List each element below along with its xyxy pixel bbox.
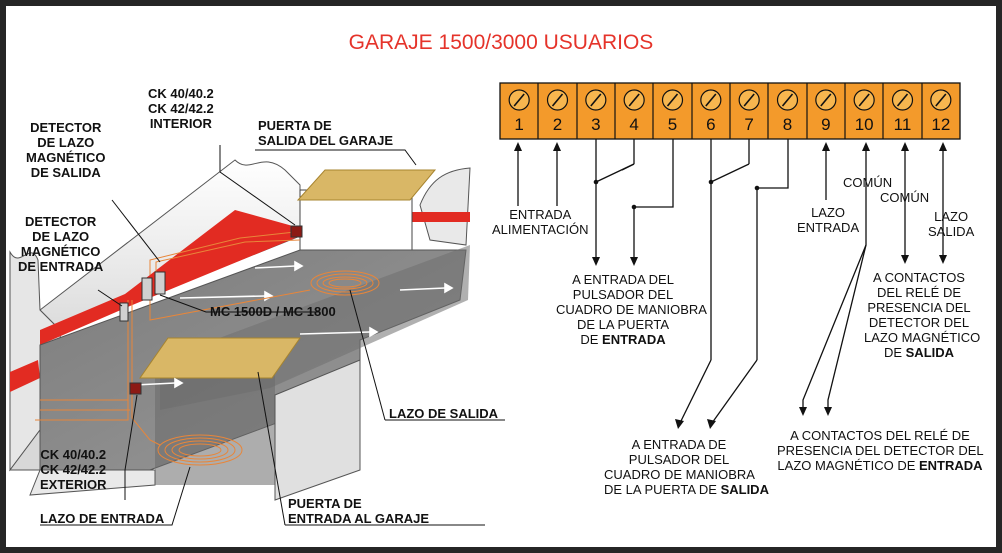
- terminal-screws: [508, 89, 952, 111]
- exit-loop-coils: [310, 270, 380, 296]
- label-comun-2: COMÚN: [880, 190, 930, 205]
- label-puerta-entrada: PUERTA DE ENTRADA AL GARAJE: [288, 496, 430, 526]
- red-stripe-right: [412, 212, 470, 222]
- terminal-number-10: 10: [854, 115, 874, 134]
- terminal-number-11: 11: [893, 115, 912, 134]
- terminal-number-2: 2: [552, 115, 563, 134]
- terminal-number-3: 3: [591, 115, 601, 134]
- label-puerta-salida: PUERTA DE SALIDA DEL GARAJE: [258, 118, 394, 148]
- cables: [35, 231, 311, 446]
- terminal-screw-slot-10: [858, 93, 870, 107]
- ck-interior-device: [290, 225, 303, 238]
- front-ground: [29, 469, 156, 496]
- wiring-dots: [593, 179, 760, 210]
- label-pulsador-entrada: A ENTRADA DEL PULSADOR DEL CUADRO DE MAN…: [556, 272, 707, 347]
- label-lazo-entrada: LAZO DE ENTRADA: [40, 511, 165, 526]
- terminal-screw-slot-11: [896, 93, 909, 107]
- label-detector-salida: DETECTOR DE LAZO MAGNÉTICO DE SALIDA: [26, 120, 106, 180]
- wiring: [517, 139, 944, 424]
- detector-salida-device-2: [154, 271, 166, 295]
- terminal-number-12: 12: [931, 115, 951, 134]
- terminal-number-8: 8: [782, 115, 793, 134]
- entry-door-panel: [139, 337, 301, 379]
- terminal-screw-slot-3: [590, 93, 602, 107]
- label-lazo-salida: LAZO DE SALIDA: [389, 406, 499, 421]
- terminal-screw-slot-9: [820, 93, 832, 107]
- label-comun-1: COMÚN: [843, 175, 893, 190]
- label-lazo-salida-right: LAZO SALIDA: [928, 209, 975, 239]
- red-stripe-left: [10, 360, 40, 392]
- ck-exterior-device: [129, 382, 142, 395]
- terminal-screw-slot-2: [551, 93, 564, 107]
- label-ck-interior: CK 40/40.2 CK 42/42.2 INTERIOR: [148, 86, 214, 131]
- terminal-number-6: 6: [706, 115, 716, 134]
- terminal-screw-slot-12: [935, 93, 947, 107]
- terminal-number-1: 1: [514, 115, 524, 134]
- label-detector-entrada: DETECTOR DE LAZO MAGNÉTICO DE ENTRADA: [18, 214, 104, 274]
- terminal-screw-slot-7: [743, 93, 755, 107]
- leader-lines: [40, 145, 505, 526]
- entry-loop-coils: [157, 434, 243, 466]
- label-mc: MC 1500D / MC 1800: [210, 304, 336, 319]
- terminal-screw-slot-1: [513, 93, 525, 107]
- terminal-number-5: 5: [667, 115, 678, 134]
- detector-salida-device: [141, 277, 153, 301]
- label-contactos-salida: A CONTACTOS DEL RELÉ DE PRESENCIA DEL DE…: [864, 270, 981, 360]
- detector-entrada-device: [119, 302, 129, 322]
- terminal-screw-slot-5: [666, 93, 679, 107]
- terminal-screw-slot-8: [781, 93, 794, 107]
- front-wall-right: [274, 359, 361, 501]
- front-wall-left: [9, 428, 41, 471]
- diagram-title: GARAJE 1500/3000 USUARIOS: [348, 31, 654, 54]
- label-pulsador-salida: A ENTRADA DE PULSADOR DEL CUADRO DE MANI…: [604, 437, 769, 497]
- terminal-screw-slot-4: [628, 93, 640, 107]
- floor-arrows: [134, 260, 454, 389]
- label-entrada-alimentacion: ENTRADA ALIMENTACIÓN: [492, 207, 589, 237]
- label-contactos-entrada: A CONTACTOS DEL RELÉ DE PRESENCIA DEL DE…: [777, 428, 984, 473]
- exit-door-panel: [296, 169, 437, 201]
- terminal-number-7: 7: [744, 115, 754, 134]
- terminal-number-4: 4: [629, 115, 639, 134]
- terminal-dividers: [537, 83, 923, 139]
- wiring-arrowheads: [514, 142, 947, 429]
- label-ck-exterior: CK 40/40.2 CK 42/42.2 EXTERIOR: [40, 447, 107, 492]
- terminal-number-9: 9: [821, 115, 831, 134]
- label-lazo-entrada-right: LAZO ENTRADA: [797, 205, 860, 235]
- terminal-screw-slot-6: [705, 93, 717, 107]
